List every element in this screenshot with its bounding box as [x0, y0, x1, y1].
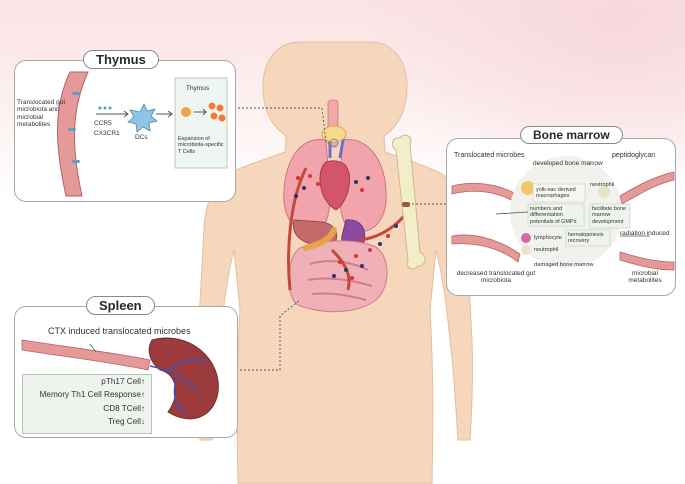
- spleen-organ: [148, 337, 219, 420]
- femur-bone: [392, 134, 426, 270]
- spleen-title: Spleen: [86, 296, 155, 315]
- thymus-arrows: [96, 110, 173, 118]
- bm-boxes: [527, 183, 631, 247]
- bm-facilitate-label: facilitate bone marrow development: [592, 206, 626, 225]
- thymus-title: Thymus: [83, 50, 159, 69]
- thymus-inset-title: Thymus: [186, 85, 210, 92]
- bm-neutrophil-top-label: neutrophil: [590, 182, 615, 188]
- bm-yolk-sac-label: yolk-sac derived macrophages: [536, 187, 576, 200]
- spleen-effect: CD8 TCell↑: [103, 403, 145, 413]
- spleen-ctx-label: CTX induced translocated microbes: [48, 326, 191, 336]
- spleen-effect: Memory Th1 Cell Response↑: [39, 390, 145, 400]
- bm-damaged-label: damaged bone marrow: [534, 262, 594, 268]
- thymus-vessel: [57, 71, 89, 197]
- thymus-inset: [174, 77, 228, 169]
- spleen-effect: Treg Cell↓: [107, 416, 145, 426]
- bm-developed-label: developed bone marrow: [533, 160, 603, 167]
- spleen-vessel: [21, 339, 151, 371]
- bm-arrows: [495, 211, 650, 237]
- bm-translocated-label: Translocated microbes: [454, 152, 525, 159]
- lungs: [283, 139, 387, 233]
- bm-neutrophil-bottom-label: neutrophil: [534, 247, 559, 253]
- spleen-effects-box: pTh17 Cell↑ Memory Th1 Cell Response↑ CD…: [22, 374, 152, 434]
- receptor-ccr5-label: CCR5: [94, 120, 112, 127]
- bm-hematopoiesis-label: hematopoiesis recovery: [568, 232, 604, 245]
- dc-label: DCs: [135, 134, 148, 141]
- intestines: [288, 227, 388, 313]
- connector-lines: [234, 107, 446, 371]
- receptor-dots: [98, 106, 112, 110]
- thymus-left-label: Translocated gut microbiota and microbia…: [17, 99, 66, 129]
- bm-decreased-label: decreased translocated gut microbiota: [456, 270, 536, 285]
- dc-cell: [127, 103, 158, 133]
- bm-metabolites-label: microbial metabolites: [628, 270, 662, 285]
- bm-lymphocyte-label: lymphocyte: [534, 235, 562, 241]
- bone-marrow-title: Bone marrow: [520, 126, 623, 144]
- microbe-dots: [294, 174, 398, 280]
- bm-numbers-label: numbers and differentiation potentials o…: [530, 206, 577, 225]
- thymus-organ: [321, 125, 347, 148]
- bm-peptidoglycan-label: peptidoglycan: [612, 152, 656, 159]
- thymus-expansion-text: Expansion of microbiota-specific T Cells: [178, 136, 224, 155]
- bm-radiation-label: radiation induced: [620, 230, 670, 237]
- receptor-cx3cr1-label: CX3CR1: [94, 130, 120, 137]
- bm-vessels: [451, 171, 675, 271]
- spleen-effect: pTh17 Cell↑: [101, 377, 145, 386]
